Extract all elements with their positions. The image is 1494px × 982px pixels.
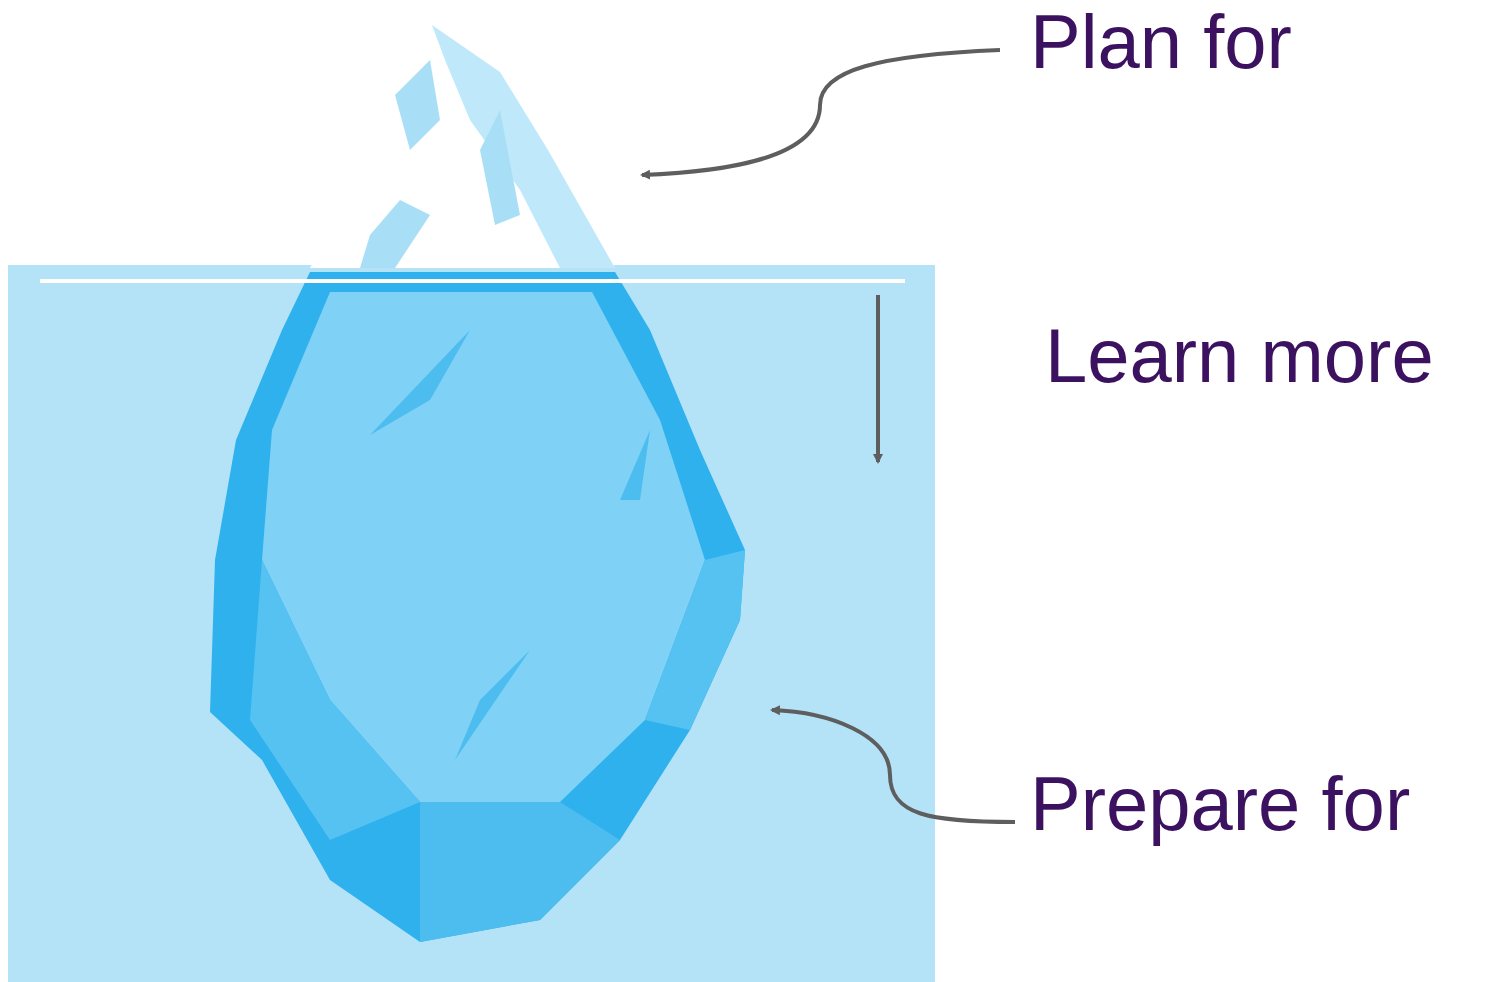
leader-arrow	[642, 50, 1000, 175]
iceberg-facet	[250, 560, 420, 840]
water	[8, 265, 935, 982]
iceberg-crack	[455, 650, 530, 760]
iceberg-facet	[645, 550, 745, 730]
callout-label: Prepare for	[1030, 766, 1410, 842]
iceberg-body	[210, 272, 745, 942]
iceberg-facet	[420, 802, 620, 942]
iceberg-tip-shade	[432, 25, 615, 268]
leader-arrow	[772, 710, 1015, 822]
callout-label: Plan for	[1030, 4, 1292, 80]
iceberg-tip	[310, 25, 615, 268]
iceberg-shard	[395, 60, 440, 150]
iceberg-crack	[620, 430, 650, 500]
waterline	[40, 279, 905, 283]
iceberg-shard	[360, 200, 430, 268]
callout-label: Learn more	[1045, 318, 1434, 394]
iceberg-crack	[370, 330, 470, 435]
iceberg-shard	[480, 110, 520, 225]
down-arrow	[876, 295, 880, 462]
